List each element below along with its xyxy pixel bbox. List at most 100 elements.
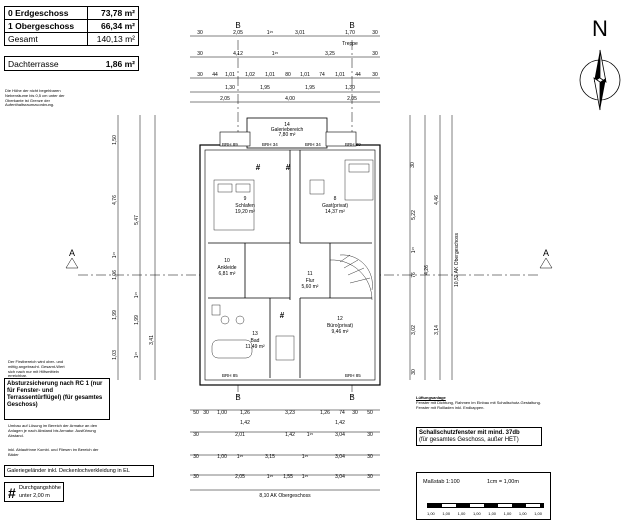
dim-text: 1,26 bbox=[320, 410, 330, 416]
room-area: 7,80 m² bbox=[279, 132, 296, 138]
room-name: Gast(privat) bbox=[322, 203, 348, 209]
north-arrow-icon: N bbox=[579, 16, 621, 111]
dim-text: 1,95 bbox=[260, 85, 270, 91]
room-num: 13 bbox=[252, 331, 258, 337]
section-b-bottom-right: B bbox=[349, 393, 354, 402]
north-letter: N bbox=[592, 16, 608, 41]
section-b-bottom-left: B bbox=[235, 393, 240, 402]
dim-text: 1¹⁵ bbox=[134, 352, 140, 359]
dim-text: 30 bbox=[197, 30, 203, 36]
dim-text: 1,01 bbox=[225, 72, 235, 78]
dim-text: 30 bbox=[411, 369, 417, 375]
dim-text: 1¹⁵ bbox=[267, 474, 274, 480]
bathroom-note: inkl. Ablaufrinne Kombi. und Fliesen im … bbox=[8, 447, 99, 457]
dim-text: 1,70 bbox=[345, 30, 355, 36]
scale-tick: 1,00 bbox=[488, 511, 497, 516]
dim-text: 1¹⁵ bbox=[272, 51, 279, 57]
scale-box: Maßstab 1:100 1cm = 1,00m 1,00 1,00 1,00… bbox=[416, 472, 551, 520]
dim-text: 4,00 bbox=[285, 96, 295, 102]
brh-label: BRH 34 bbox=[262, 142, 278, 147]
railing-note: Umbau auf Lösung im Bereich der Armatur … bbox=[8, 423, 98, 438]
dim-text: 1¹⁵ bbox=[134, 292, 140, 299]
room-name: Flur bbox=[306, 278, 315, 284]
dim-text: 30 bbox=[372, 72, 378, 78]
dim-text: 50 bbox=[193, 410, 199, 416]
dim-text: 2,05 bbox=[235, 474, 245, 480]
terrace-value: 1,86 m² bbox=[105, 59, 135, 69]
dim-text: 1¹⁵ bbox=[237, 454, 244, 460]
dim-text: 5,22 bbox=[411, 210, 417, 220]
dim-text: 30 bbox=[197, 72, 203, 78]
scale-tick: 1,00 bbox=[518, 511, 527, 516]
dim-text: 1,55 bbox=[283, 474, 293, 480]
sound-protection-box: Schallschutzfenster mit mind. 37db (für … bbox=[416, 427, 542, 446]
dim-text: 30 bbox=[193, 454, 199, 460]
room-num: 14 bbox=[284, 122, 290, 128]
sound-sub: (für gesamtes Geschoss, außer HET) bbox=[419, 437, 519, 443]
area-value: 140,13 m² bbox=[86, 32, 140, 46]
dim-text: 80 bbox=[285, 72, 291, 78]
dim-text: 30 bbox=[367, 432, 373, 438]
headroom-mark: # bbox=[280, 311, 285, 320]
dim-text: 2,05 bbox=[233, 30, 243, 36]
dim-text: 1,99 bbox=[112, 310, 118, 320]
brh-label: BRH 89 bbox=[345, 142, 361, 147]
fall-protection-box: Absturzsicherung nach RC 1 (nur für Fens… bbox=[4, 378, 110, 420]
dim-text: 1,03 bbox=[112, 350, 118, 360]
headroom-value: unter 2,00 m bbox=[19, 493, 50, 499]
ventilation-note: Lüftungsanlage Fenster mit Dichtung, Rah… bbox=[416, 395, 544, 410]
dim-text: 30 bbox=[352, 410, 358, 416]
dim-text: 1¹⁵ bbox=[302, 454, 309, 460]
dim-text: 1¹⁵ bbox=[302, 474, 309, 480]
gallery-note: Galeriegeländer inkl. Deckenlochverkleid… bbox=[7, 468, 130, 474]
room-name: Schlafen bbox=[235, 203, 255, 209]
dim-text: 1,50 bbox=[112, 135, 118, 145]
dim-text: 1,02 bbox=[245, 72, 255, 78]
dim-text: 1,00 bbox=[217, 454, 227, 460]
dim-text: 1,00 bbox=[217, 410, 227, 416]
brh-label: BRH 85 bbox=[345, 373, 361, 378]
dim-text: 8,10 AK Obergeschoss bbox=[259, 493, 311, 499]
dim-text: 2,05 bbox=[220, 96, 230, 102]
dim-text: 74 bbox=[319, 72, 325, 78]
dim-text: 1,06 bbox=[112, 270, 118, 280]
dim-text: Treppe bbox=[342, 41, 358, 47]
ventilation-text: Fenster mit Dichtung, Rahmen im Einbau m… bbox=[416, 399, 541, 410]
brh-label: BRH 34 bbox=[305, 142, 321, 147]
terrace-label: Dachterrasse bbox=[8, 59, 59, 69]
dim-text: 30 bbox=[193, 474, 199, 480]
dim-text: 30 bbox=[372, 51, 378, 57]
room-area: 9,46 m² bbox=[332, 329, 349, 335]
dim-text: 3,04 bbox=[335, 432, 345, 438]
dim-text: 3,02 bbox=[411, 325, 417, 335]
room-area: 6,81 m² bbox=[219, 271, 236, 277]
area-row-total: Gesamt 140,13 m² bbox=[4, 32, 140, 46]
dim-text: 3,41 bbox=[149, 335, 155, 345]
area-summary-table: 0 Erdgeschoss 73,78 m² 1 Obergeschoss 66… bbox=[4, 6, 140, 46]
brh-label: BRH 89 bbox=[222, 142, 238, 147]
scale-tick: 1,00 bbox=[442, 511, 451, 516]
room-area: 19,20 m² bbox=[235, 209, 255, 215]
room-num: 10 bbox=[224, 258, 230, 264]
dim-text: 1,01 bbox=[335, 72, 345, 78]
dim-text: 3,23 bbox=[285, 410, 295, 416]
dim-text: 1,42 bbox=[285, 432, 295, 438]
gable-note: Der Firstbereich wird ober- und mittig a… bbox=[8, 359, 65, 379]
dim-text: 4,26 bbox=[424, 265, 430, 275]
room-num: 9 bbox=[244, 196, 247, 202]
dim-text: 1,01 bbox=[265, 72, 275, 78]
dim-text: 1,42 bbox=[335, 420, 345, 426]
dim-text: 1,42 bbox=[240, 420, 250, 426]
dim-text: 30 bbox=[367, 454, 373, 460]
dim-text: 4,76 bbox=[112, 195, 118, 205]
dim-text: 74 bbox=[339, 410, 345, 416]
dim-text: 44 bbox=[212, 72, 218, 78]
dim-text: 1¹⁵ bbox=[307, 432, 314, 438]
headroom-mark: # bbox=[286, 163, 291, 172]
scale-ratio: 1cm = 1,00m bbox=[487, 479, 519, 485]
dim-text: 1¹⁵ bbox=[112, 252, 118, 259]
dim-text: 3,25 bbox=[325, 51, 335, 57]
dim-text: 30 bbox=[203, 410, 209, 416]
dim-text: 3,04 bbox=[335, 474, 345, 480]
headroom-title: Durchgangshöhe bbox=[19, 485, 61, 491]
